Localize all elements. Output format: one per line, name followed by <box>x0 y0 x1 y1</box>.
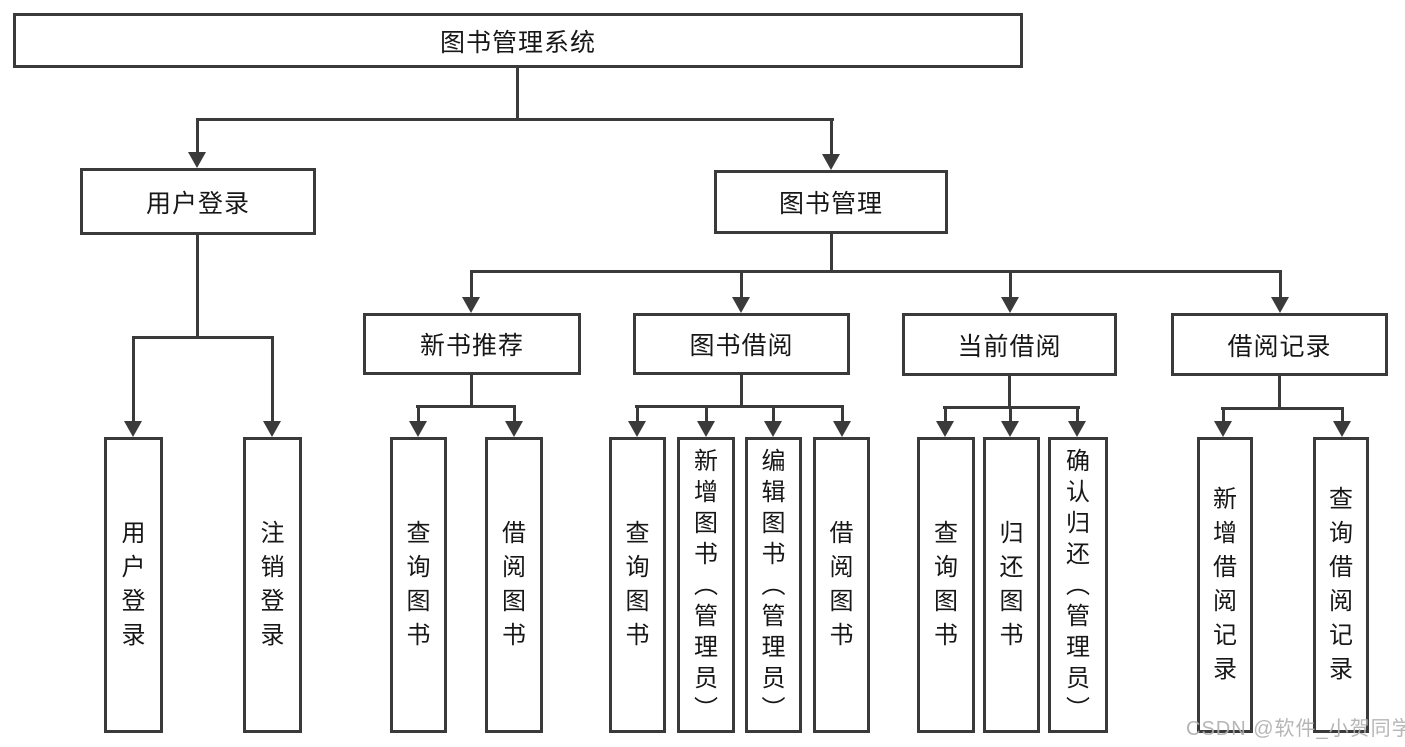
node-library-system: 图书管理系统 <box>13 13 1023 68</box>
leaf-query-book-3: 查询图书 <box>917 437 975 733</box>
node-library-system-label: 图书管理系统 <box>439 28 596 57</box>
connector-borrow-record-stem <box>1278 376 1281 409</box>
arrow-new-book-child-2 <box>505 408 523 437</box>
arrow-book-borrow-child-3 <box>764 408 782 437</box>
connector-user-login-stem <box>196 235 199 338</box>
arrow-current-borrow-child-2 <box>1001 408 1019 437</box>
node-current-borrow-label: 当前借阅 <box>957 332 1062 361</box>
connector-book-mgmt-bar <box>470 270 1282 273</box>
arrow-book-borrow-child-2 <box>697 408 715 437</box>
connector-book-borrow-stem <box>740 375 743 407</box>
leaf-query-book-1-label: 查询图书 <box>406 520 431 649</box>
csdn-watermark: CSDN @软件_小贺同学 <box>1186 718 1405 740</box>
node-current-borrow: 当前借阅 <box>902 313 1117 376</box>
leaf-logout-label: 注销登录 <box>260 520 285 649</box>
leaf-query-borrow-record: 查询借阅记录 <box>1313 437 1369 733</box>
leaf-edit-book-admin-label: 编辑图书︵管理员︶ <box>761 447 786 723</box>
leaf-borrow-book-1-label: 借阅图书 <box>502 520 526 649</box>
leaf-query-book-1: 查询图书 <box>390 437 447 733</box>
leaf-return-book: 归还图书 <box>983 437 1040 733</box>
arrow-book-borrow-child-1 <box>628 408 646 437</box>
connector-current-borrow-bar <box>943 406 1080 409</box>
arrow-to-user-login <box>188 121 206 168</box>
arrow-to-leaf-user-login <box>124 339 142 437</box>
leaf-query-book-2: 查询图书 <box>609 437 666 733</box>
node-new-book-recommend-label: 新书推荐 <box>419 332 524 360</box>
arrow-current-borrow-child-1 <box>936 408 954 437</box>
connector-borrow-record-bar <box>1221 407 1344 410</box>
arrow-book-borrow-child-4 <box>833 408 851 437</box>
connector-root-bar <box>196 118 834 121</box>
node-user-login-label: 用户登录 <box>145 189 250 218</box>
arrow-to-borrow-record <box>1271 273 1289 313</box>
connector-book-borrow-bar <box>635 405 844 408</box>
leaf-query-borrow-record-label: 查询借阅记录 <box>1329 486 1353 683</box>
arrow-borrow-record-child-2 <box>1333 410 1351 437</box>
node-new-book-recommend: 新书推荐 <box>363 313 581 375</box>
leaf-confirm-return-admin-label: 确认归还︵管理员︶ <box>1066 447 1090 723</box>
leaf-return-book-label: 归还图书 <box>999 520 1024 649</box>
connector-user-login-bar <box>132 336 274 339</box>
arrow-to-book-mgmt <box>822 121 840 170</box>
node-book-borrow: 图书借阅 <box>633 313 850 375</box>
connector-new-book-bar <box>416 405 516 408</box>
leaf-logout: 注销登录 <box>243 437 302 733</box>
arrow-to-current-borrow <box>1001 273 1019 313</box>
leaf-user-login-label: 用户登录 <box>121 520 146 649</box>
leaf-query-book-3-label: 查询图书 <box>934 520 958 649</box>
connector-root-stem <box>516 68 519 120</box>
node-borrow-record: 借阅记录 <box>1171 313 1388 376</box>
leaf-edit-book-admin: 编辑图书︵管理员︶ <box>745 437 802 733</box>
node-book-mgmt: 图书管理 <box>714 170 948 234</box>
node-user-login: 用户登录 <box>80 168 316 235</box>
node-book-borrow-label: 图书借阅 <box>689 332 794 360</box>
node-book-mgmt-label: 图书管理 <box>778 190 883 218</box>
leaf-borrow-book-1: 借阅图书 <box>485 437 543 733</box>
node-borrow-record-label: 借阅记录 <box>1227 332 1332 361</box>
leaf-add-book-admin: 新增图书︵管理员︶ <box>677 437 735 733</box>
leaf-user-login: 用户登录 <box>104 437 163 733</box>
leaf-confirm-return-admin: 确认归还︵管理员︶ <box>1048 437 1108 733</box>
connector-new-book-stem <box>470 375 473 407</box>
leaf-add-borrow-record-label: 新增借阅记录 <box>1213 486 1237 683</box>
arrow-current-borrow-child-3 <box>1068 408 1086 437</box>
arrow-to-leaf-logout <box>263 339 281 437</box>
leaf-add-borrow-record: 新增借阅记录 <box>1197 437 1253 733</box>
arrow-to-new-book <box>462 273 480 313</box>
arrow-borrow-record-child-1 <box>1214 410 1232 437</box>
leaf-borrow-book-2-label: 借阅图书 <box>829 520 854 649</box>
leaf-add-book-admin-label: 新增图书︵管理员︶ <box>694 447 718 723</box>
connector-current-borrow-stem <box>1008 376 1011 408</box>
leaf-borrow-book-2: 借阅图书 <box>813 437 870 733</box>
connector-book-mgmt-stem <box>830 234 833 272</box>
arrow-to-book-borrow <box>732 273 750 313</box>
arrow-new-book-child-1 <box>409 408 427 437</box>
leaf-query-book-2-label: 查询图书 <box>625 520 650 649</box>
